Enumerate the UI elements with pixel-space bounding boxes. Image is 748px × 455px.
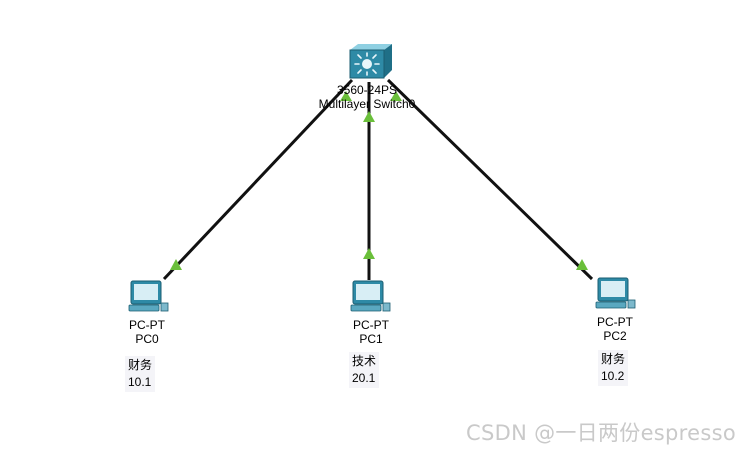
watermark: CSDN @一日两份espresso bbox=[466, 421, 736, 445]
link-switch-pc0[interactable] bbox=[162, 78, 354, 281]
link-status-up-icon bbox=[363, 111, 375, 122]
pc1-type-label: PC-PT bbox=[353, 318, 389, 332]
pc1-name-label: PC1 bbox=[359, 332, 383, 346]
switch-name-label: Multilayer Switch0 bbox=[318, 97, 416, 111]
desktop-pc-icon[interactable] bbox=[350, 280, 391, 312]
desktop-pc-icon[interactable] bbox=[595, 277, 636, 309]
pc1-note-address: 20.1 bbox=[352, 371, 376, 385]
pc2-note-address: 10.2 bbox=[601, 369, 625, 383]
pc0-type-label: PC-PT bbox=[129, 318, 165, 332]
link-status-indicators bbox=[170, 91, 588, 270]
pc2-note: 财务 10.2 bbox=[598, 350, 629, 386]
link-status-up-icon bbox=[576, 259, 588, 270]
pc0-note-address: 10.1 bbox=[128, 375, 152, 389]
pc0-note-dept: 财务 bbox=[128, 358, 153, 372]
link-status-up-icon bbox=[340, 91, 352, 101]
link-status-up-icon bbox=[390, 91, 402, 101]
desktop-pc-icon[interactable] bbox=[128, 280, 169, 312]
pc2-type-label: PC-PT bbox=[597, 315, 633, 329]
pc1-note-dept: 技术 bbox=[352, 354, 377, 368]
pc0-name-label: PC0 bbox=[135, 332, 159, 346]
link-switch-pc2[interactable] bbox=[386, 78, 594, 281]
pc0-note: 财务 10.1 bbox=[125, 356, 156, 392]
link-status-up-icon bbox=[170, 259, 182, 270]
pc2-note-dept: 财务 bbox=[601, 352, 626, 366]
link-status-up-icon bbox=[363, 248, 375, 259]
pc2-name-label: PC2 bbox=[603, 329, 627, 343]
switch-model-label: 3560-24PS bbox=[336, 83, 398, 97]
multilayer-switch-icon[interactable] bbox=[349, 44, 392, 79]
pc1-note: 技术 20.1 bbox=[349, 352, 380, 388]
